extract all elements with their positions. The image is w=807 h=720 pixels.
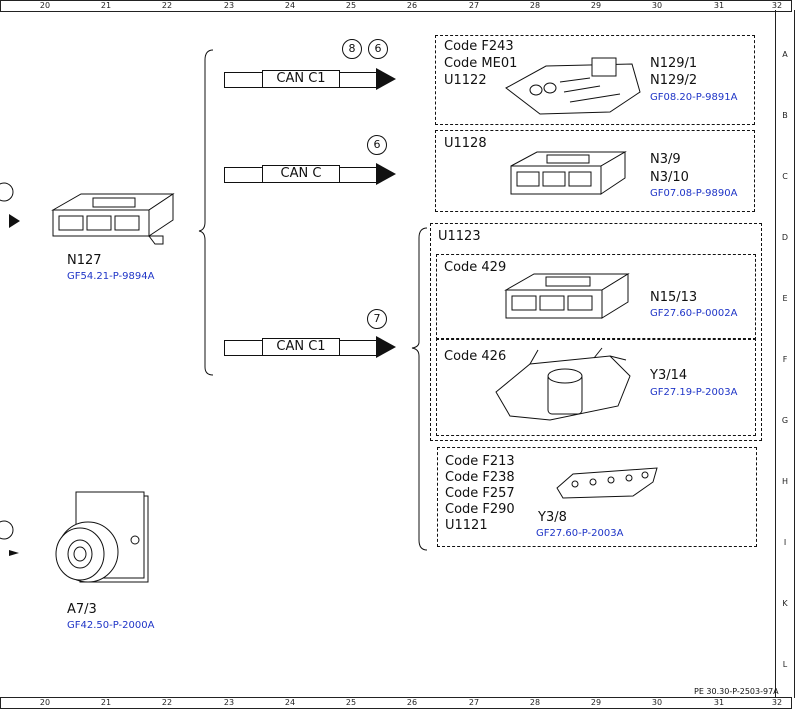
- reference-circle: 6: [368, 39, 388, 59]
- component-code: N15/13: [650, 290, 698, 305]
- column-ruler-bottom: 20 21 22 23 24 25 26 27 28 29 30 31 32: [0, 697, 792, 709]
- col-label: 25: [345, 1, 357, 10]
- component-box: [437, 447, 757, 547]
- col-label: 20: [39, 698, 51, 707]
- component-reference-link[interactable]: GF42.50-P-2000A: [67, 620, 155, 631]
- column-ruler-top: 20 21 22 23 24 25 26 27 28 29 30 31 32: [0, 0, 792, 12]
- document-reference: PE 30.30-P-2503-97A: [694, 687, 779, 696]
- col-label: 27: [468, 698, 480, 707]
- row-label: B: [782, 111, 788, 120]
- component-code: A7/3: [67, 602, 97, 617]
- component-box: [436, 338, 756, 436]
- row-label: D: [781, 233, 789, 242]
- component-reference-link[interactable]: GF27.60-P-0002A: [650, 308, 738, 319]
- component-code: N127: [67, 253, 102, 268]
- valve-plate-icon: [556, 467, 658, 499]
- component-reference-link[interactable]: GF27.60-P-2003A: [536, 528, 624, 539]
- component-reference-link[interactable]: GF54.21-P-9894A: [67, 271, 155, 282]
- col-label: 30: [651, 698, 663, 707]
- col-label: 29: [590, 1, 602, 10]
- reference-circle: 8: [342, 39, 362, 59]
- col-label: 28: [529, 698, 541, 707]
- code-line: Code 429: [444, 260, 507, 275]
- col-label: 31: [713, 698, 725, 707]
- row-label: G: [781, 416, 789, 425]
- component-box: [436, 254, 756, 340]
- col-label: 22: [161, 698, 173, 707]
- col-label: 22: [161, 1, 173, 10]
- can-bus-label: CAN C1: [262, 338, 340, 356]
- group-title: U1123: [438, 229, 481, 244]
- arrow-head-icon: [376, 336, 396, 358]
- reference-circle: 6: [367, 135, 387, 155]
- col-label: 23: [223, 698, 235, 707]
- component-code: N129/1: [650, 56, 698, 71]
- col-label: 26: [406, 698, 418, 707]
- component-group-box: [430, 223, 762, 441]
- component-reference-link[interactable]: GF08.20-P-9891A: [650, 92, 738, 103]
- row-label: E: [782, 294, 788, 303]
- control-module-icon: [504, 273, 630, 319]
- row-label: F: [782, 355, 788, 364]
- code-line: Code F238: [445, 470, 515, 485]
- actuator-module-icon: [505, 57, 641, 115]
- hydraulic-unit-icon: [55, 491, 149, 583]
- control-module-icon: [51, 193, 175, 245]
- component-box: [435, 35, 755, 125]
- col-label: 28: [529, 1, 541, 10]
- row-label: A: [782, 50, 788, 59]
- code-line: Code F213: [445, 454, 515, 469]
- col-label: 27: [468, 1, 480, 10]
- can-bus-label: CAN C: [262, 165, 340, 183]
- col-label: 23: [223, 1, 235, 10]
- col-label: 21: [100, 698, 112, 707]
- control-module-icon: [510, 151, 627, 195]
- component-reference-link[interactable]: GF27.19-P-2003A: [650, 387, 738, 398]
- row-label: C: [782, 172, 788, 181]
- component-reference-link[interactable]: GF07.08-P-9890A: [650, 188, 738, 199]
- col-label: 32: [771, 1, 783, 10]
- component-box: [435, 130, 755, 212]
- can-bus-label: CAN C1: [262, 70, 340, 88]
- code-line: Code F290: [445, 502, 515, 517]
- row-ruler-right: A B C D E F G H I K L: [775, 10, 795, 698]
- arrow-head-icon: [376, 68, 396, 90]
- col-label: 32: [771, 698, 783, 707]
- component-code: N3/9: [650, 152, 681, 167]
- col-label: 31: [713, 1, 725, 10]
- code-line: Code F257: [445, 486, 515, 501]
- col-label: 24: [284, 1, 296, 10]
- col-label: 29: [590, 698, 602, 707]
- component-code: N129/2: [650, 73, 698, 88]
- component-code: Y3/8: [538, 510, 567, 525]
- row-label: K: [782, 599, 788, 608]
- col-label: 20: [39, 1, 51, 10]
- row-label: H: [781, 477, 788, 486]
- component-code: Y3/14: [650, 368, 688, 383]
- reference-circle: 7: [367, 309, 387, 329]
- col-label: 21: [100, 1, 112, 10]
- code-line: Code ME01: [444, 56, 518, 71]
- col-label: 24: [284, 698, 296, 707]
- row-label: I: [783, 538, 787, 547]
- code-line: Code 426: [444, 349, 507, 364]
- valve-body-icon: [495, 347, 631, 421]
- row-label: L: [782, 660, 788, 669]
- col-label: 26: [406, 1, 418, 10]
- code-line: U1128: [444, 136, 487, 151]
- col-label: 30: [651, 1, 663, 10]
- col-label: 25: [345, 698, 357, 707]
- component-code: N3/10: [650, 170, 689, 185]
- code-line: U1121: [445, 518, 488, 533]
- code-line: U1122: [444, 73, 487, 88]
- code-line: Code F243: [444, 39, 514, 54]
- arrow-head-icon: [376, 163, 396, 185]
